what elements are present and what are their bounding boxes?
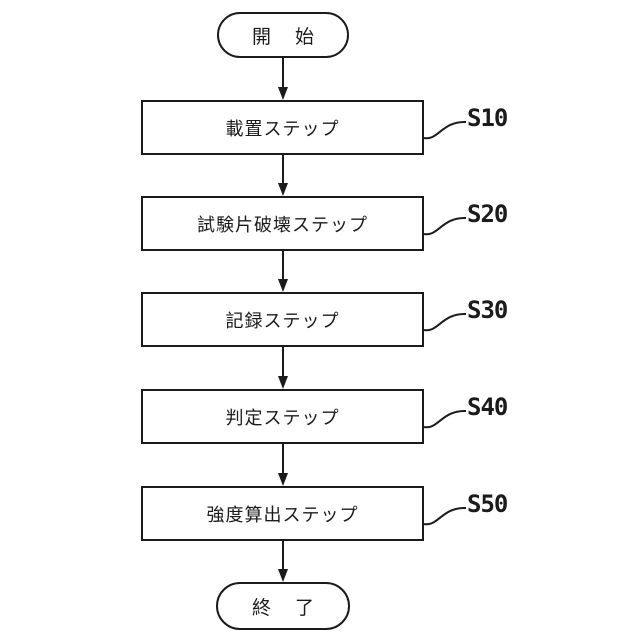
step-box-s10: 載置ステップ: [141, 100, 424, 155]
step-tag-s40: S40: [467, 393, 508, 421]
step-tag-s50: S50: [467, 490, 508, 518]
flow-arrow: [278, 57, 288, 100]
step-label-s30: 記録ステップ: [225, 310, 340, 332]
step-label-s50: 強度算出ステップ: [206, 504, 359, 526]
leader-line: [423, 120, 467, 140]
leader-line: [423, 506, 467, 526]
terminal-start-label: 開 始: [251, 25, 324, 48]
flow-arrow: [278, 347, 288, 389]
step-tag-s10: S10: [467, 104, 508, 132]
flow-arrow: [278, 251, 288, 292]
terminal-end: 終 了: [216, 582, 350, 630]
terminal-end-label: 終 了: [251, 596, 324, 619]
step-box-s50: 強度算出ステップ: [141, 486, 424, 541]
step-tag-s20: S20: [467, 200, 508, 228]
flow-arrow: [278, 444, 288, 486]
step-label-s40: 判定ステップ: [225, 407, 340, 429]
leader-line: [423, 216, 467, 236]
leader-line: [423, 409, 467, 429]
flow-arrow: [278, 541, 288, 582]
step-box-s20: 試験片破壊ステップ: [141, 196, 424, 251]
terminal-start: 開 始: [217, 12, 349, 58]
leader-line: [423, 312, 467, 332]
flow-arrow: [278, 155, 288, 196]
step-box-s30: 記録ステップ: [141, 292, 424, 347]
step-tag-s30: S30: [467, 296, 508, 324]
step-label-s10: 載置ステップ: [225, 118, 340, 140]
step-label-s20: 試験片破壊ステップ: [197, 214, 368, 236]
step-box-s40: 判定ステップ: [141, 389, 424, 444]
